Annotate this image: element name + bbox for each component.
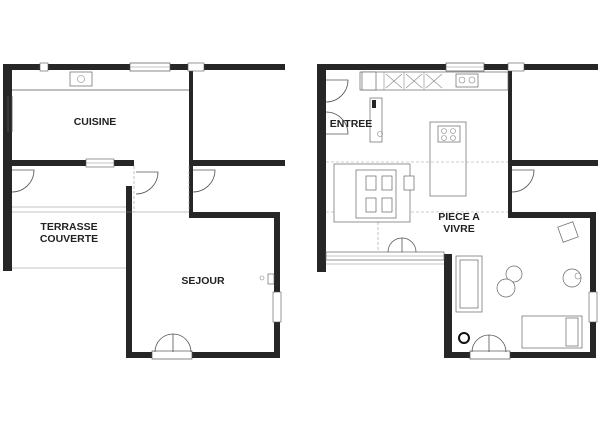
dining-table-after: [333, 163, 415, 223]
room-label-entree: ENTREE: [330, 118, 373, 130]
room-label-piece-line1: PIECE A: [438, 211, 480, 223]
plan-after: ENTREE PIECE A VIVRE: [317, 62, 598, 360]
doors-after: [325, 79, 535, 353]
room-label-sejour: SEJOUR: [181, 275, 225, 287]
terrace-outline-before: [12, 166, 190, 269]
windows-after: [445, 62, 598, 360]
room-label-terrasse-line2: COUVERTE: [40, 233, 98, 245]
glass-bay-after: [325, 237, 445, 265]
windows-before: [39, 62, 282, 360]
walls-before: [3, 64, 285, 358]
fixtures-before: [259, 273, 275, 285]
kitchen-fixtures-before: [7, 71, 189, 132]
room-label-terrasse-line1: TERRASSE: [40, 221, 97, 233]
kitchen-island-after: [429, 121, 467, 197]
kitchen-fixtures-after: [359, 71, 509, 143]
room-label-cuisine: CUISINE: [74, 116, 117, 128]
doors-before: [11, 169, 216, 353]
living-furniture-after: [455, 221, 583, 349]
room-label-piece-line2: VIVRE: [443, 223, 475, 235]
plan-before: CUISINE TERRASSE COUVERTE SEJOUR: [3, 62, 285, 360]
